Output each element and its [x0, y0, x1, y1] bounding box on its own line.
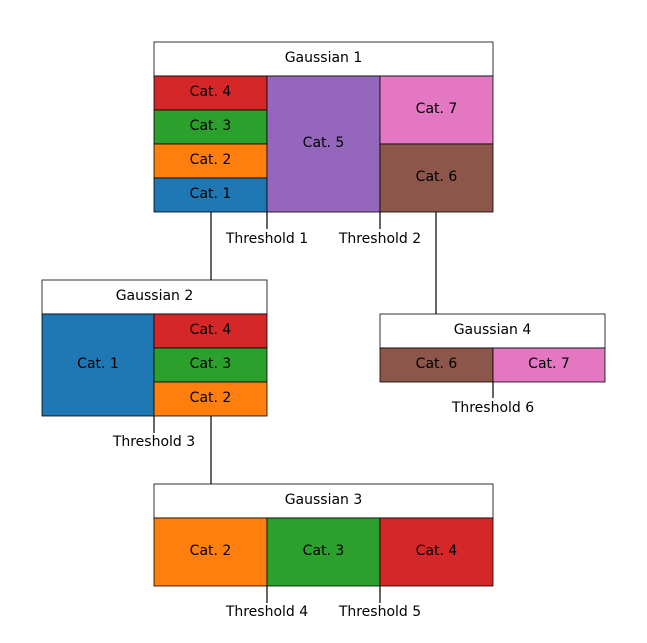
gaussian-1-title: Gaussian 1 — [285, 50, 363, 66]
gaussian-4-node — [379, 313, 606, 383]
gaussian-2-cat-2-label: Cat. 2 — [190, 390, 232, 406]
threshold-2-label: Threshold 2 — [338, 231, 421, 247]
gaussian-2-cat-3-label: Cat. 3 — [190, 356, 232, 372]
threshold-5-label: Threshold 5 — [338, 604, 421, 620]
gaussian-1-cat-7-label: Cat. 7 — [416, 101, 458, 117]
gaussian-4-cat-7-cell — [492, 347, 606, 383]
gaussian-1-cat-2-label: Cat. 2 — [190, 152, 232, 168]
threshold-1-label: Threshold 1 — [225, 231, 308, 247]
threshold-3-label: Threshold 3 — [112, 434, 195, 450]
gaussian-1-cat-7-cell — [379, 75, 494, 145]
gaussian-3-title: Gaussian 3 — [285, 492, 363, 508]
gaussian-3-header — [153, 483, 494, 519]
gaussian-3-labels: Gaussian 3 Cat. 2 Cat. 3 Cat. 4 — [190, 492, 458, 559]
gaussian-1-cat-1-label: Cat. 1 — [190, 186, 232, 202]
gaussian-4-title: Gaussian 4 — [454, 322, 532, 338]
gaussian-1-cat-4-label: Cat. 4 — [190, 84, 232, 100]
gaussian-1-cat-3-label: Cat. 3 — [190, 118, 232, 134]
gaussian-2-title: Gaussian 2 — [116, 288, 194, 304]
gaussian-1-cat-1-cell — [153, 177, 268, 213]
gaussian-1-cat-6-cell — [379, 143, 494, 213]
gaussian-2-cat-1-cell — [41, 313, 155, 417]
gaussian-4-header — [379, 313, 606, 349]
gaussian-3-cat-4-cell — [379, 517, 494, 587]
threshold-labels: Threshold 1 Threshold 2 Threshold 3 Thre… — [112, 231, 534, 620]
gaussian-2-cat-4-cell — [153, 313, 268, 349]
gaussian-2-node — [41, 279, 268, 417]
gaussian-3-cat-4-label: Cat. 4 — [416, 543, 458, 559]
gaussian-4-labels: Gaussian 4 Cat. 6 Cat. 7 — [416, 322, 570, 372]
gaussian-4-cat-7-label: Cat. 7 — [528, 356, 570, 372]
gaussian-1-cat-6-label: Cat. 6 — [416, 169, 458, 185]
gaussian-3-cat-2-cell — [153, 517, 268, 587]
gaussian-2-labels: Gaussian 2 Cat. 1 Cat. 4 Cat. 3 Cat. 2 — [77, 288, 231, 406]
gaussian-1-cat-5-cell — [266, 75, 381, 213]
threshold-4-label: Threshold 4 — [225, 604, 308, 620]
gaussian-1-node — [153, 41, 494, 213]
gaussian-3-cat-3-label: Cat. 3 — [303, 543, 345, 559]
gaussian-3-node — [153, 483, 494, 587]
gaussian-4-cat-6-label: Cat. 6 — [416, 356, 458, 372]
gaussian-2-cat-2-cell — [153, 381, 268, 417]
gaussian-2-header — [41, 279, 268, 315]
gaussian-1-labels: Gaussian 1 Cat. 4 Cat. 3 Cat. 2 Cat. 1 C… — [190, 50, 458, 202]
gaussian-3-cat-3-cell — [266, 517, 381, 587]
gaussian-2-cat-1-label: Cat. 1 — [77, 356, 119, 372]
gaussian-1-header — [153, 41, 494, 77]
gaussian-2-cat-3-cell — [153, 347, 268, 383]
gaussian-3-cat-2-label: Cat. 2 — [190, 543, 232, 559]
threshold-6-label: Threshold 6 — [451, 400, 534, 416]
gaussian-1-cat-5-label: Cat. 5 — [303, 135, 345, 151]
gaussian-2-cat-4-label: Cat. 4 — [190, 322, 232, 338]
connector-lines — [153, 212, 494, 603]
